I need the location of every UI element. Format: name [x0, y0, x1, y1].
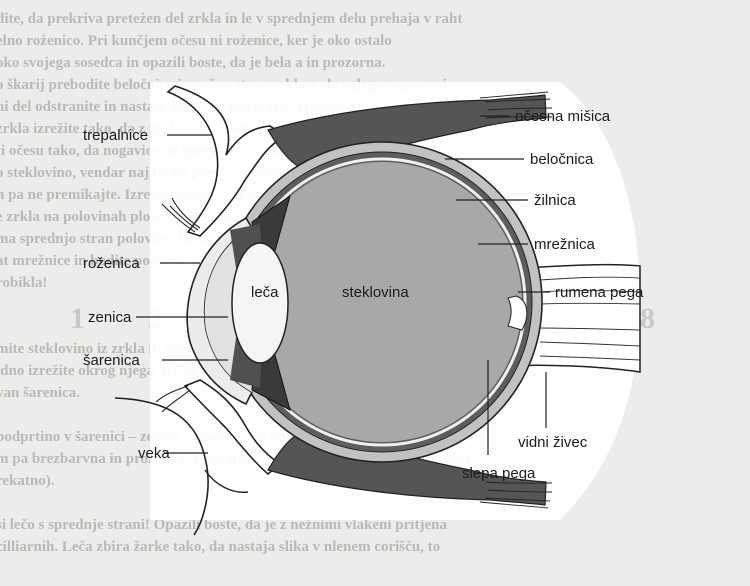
label-rozenica: roženica — [83, 255, 140, 272]
label-zenica: zenica — [88, 309, 132, 326]
label-leca: leča — [251, 284, 279, 301]
label-zilnica: žilnica — [534, 192, 576, 209]
label-mreznica: mrežnica — [534, 236, 596, 253]
label-ocesna-misica: očesna mišica — [515, 108, 611, 125]
lens — [232, 243, 288, 363]
label-veka: veka — [138, 445, 170, 462]
label-trepalnice: trepalnice — [83, 127, 148, 144]
label-rumena-pega: rumena pega — [555, 284, 644, 301]
label-slepa-pega: slepa pega — [462, 465, 536, 482]
label-steklovina: steklovina — [342, 284, 409, 301]
label-sarenica: šarenica — [83, 352, 140, 369]
label-vidni-zivec: vidni živec — [518, 434, 588, 451]
label-belocnica: beločnica — [530, 151, 594, 168]
